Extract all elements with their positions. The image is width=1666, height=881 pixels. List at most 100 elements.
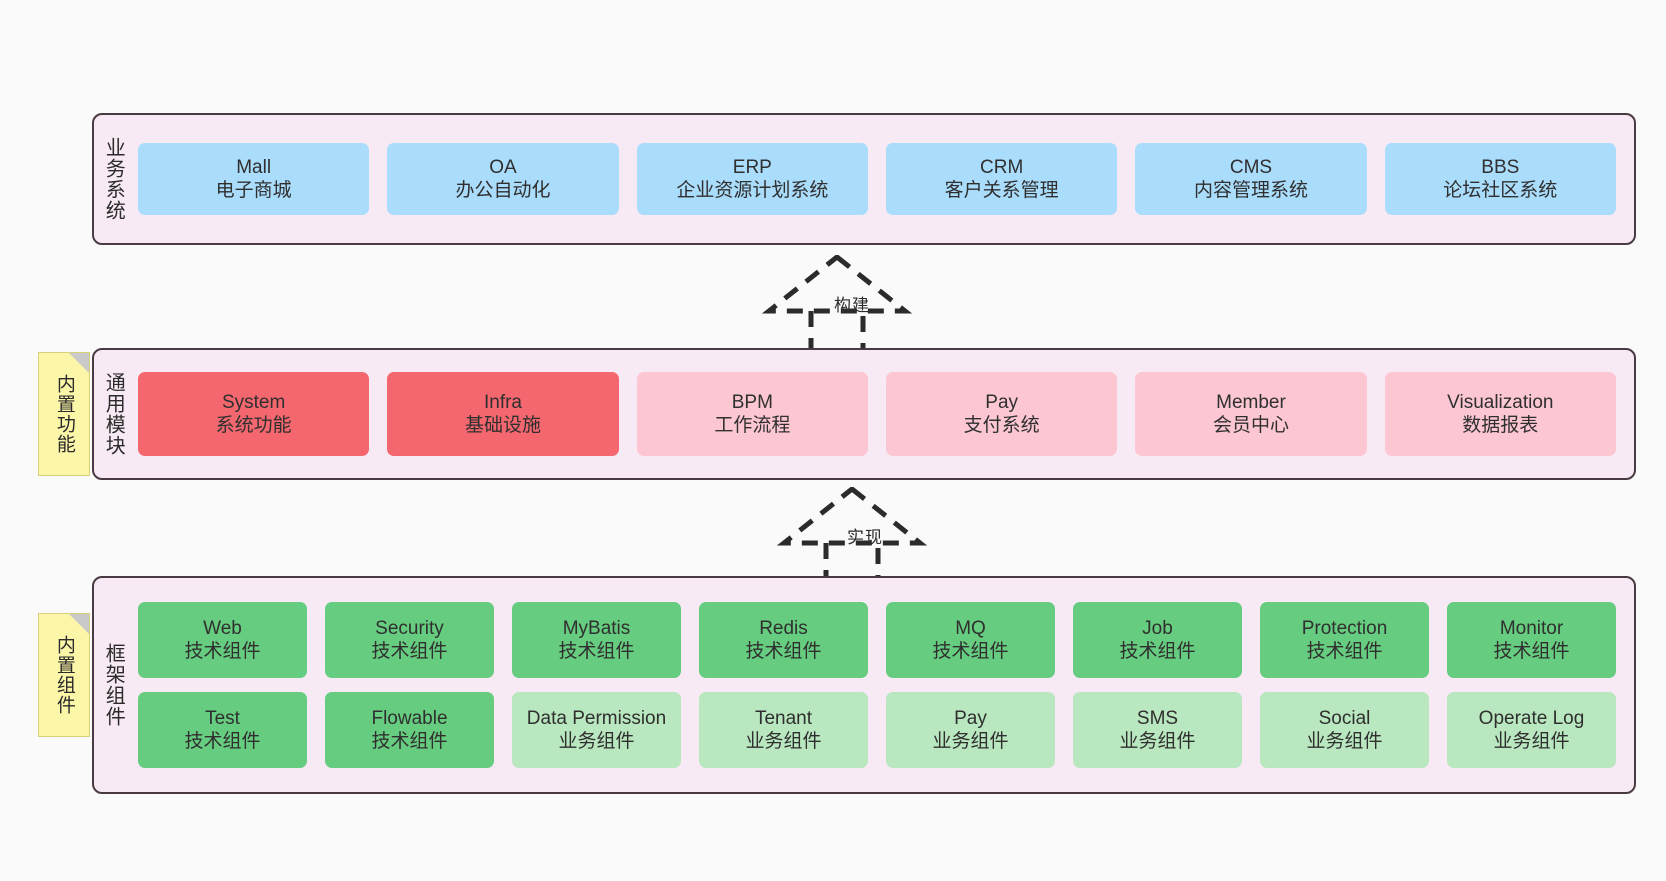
arrow-head-triangle (761, 255, 913, 314)
module-card-protection[interactable]: Protection 技术组件 (1260, 602, 1429, 678)
module-card-cms[interactable]: CMS 内容管理系统 (1135, 143, 1367, 215)
layer-row: System 系统功能 Infra 基础设施 BPM 工作流程 Pay 支付系统… (138, 372, 1616, 456)
module-card-subtitle: 业务组件 (558, 731, 635, 752)
note-fold-icon (69, 353, 89, 373)
module-card-title: MyBatis (562, 617, 631, 639)
module-card-mybatis[interactable]: MyBatis 技术组件 (512, 602, 681, 678)
module-card-subtitle: 技术组件 (184, 641, 261, 662)
module-card-tenant[interactable]: Tenant 业务组件 (699, 692, 868, 768)
module-card-subtitle: 业务组件 (1306, 731, 1383, 752)
sticky-note-label: 内置组件 (53, 635, 75, 715)
module-card-subtitle: 技术组件 (1493, 641, 1570, 662)
module-card-monitor[interactable]: Monitor 技术组件 (1447, 602, 1616, 678)
module-card-title: Test (205, 707, 240, 729)
module-card-subtitle: 电子商城 (215, 180, 292, 201)
module-card-title: System (221, 391, 286, 413)
module-card-oa[interactable]: OA 办公自动化 (387, 143, 619, 215)
layer-framework-component: 框架组件 Web 技术组件 Security 技术组件 MyBatis 技术组件… (92, 576, 1636, 794)
module-card-title: Monitor (1499, 617, 1564, 639)
module-card-subtitle: 技术组件 (184, 731, 261, 752)
module-card-job[interactable]: Job 技术组件 (1073, 602, 1242, 678)
sticky-note-builtin-components: 内置组件 (38, 613, 90, 737)
module-card-security[interactable]: Security 技术组件 (325, 602, 494, 678)
sticky-note-label: 内置功能 (53, 374, 75, 454)
module-card-subtitle: 业务组件 (1119, 731, 1196, 752)
layer-business-system: 业务系统 Mall 电子商城 OA 办公自动化 ERP 企业资源计划系统 CRM… (92, 113, 1636, 245)
note-fold-icon (69, 614, 89, 634)
module-card-title: Data Permission (526, 707, 667, 729)
module-card-title: BPM (731, 391, 773, 413)
module-card-title: Social (1318, 707, 1371, 729)
layer-title-common-module: 通用模块 (102, 372, 125, 456)
module-card-erp[interactable]: ERP 企业资源计划系统 (636, 143, 868, 215)
module-card-infra[interactable]: Infra 基础设施 (387, 372, 619, 456)
module-card-title: Pay (954, 707, 987, 729)
module-card-mq[interactable]: MQ 技术组件 (886, 602, 1055, 678)
module-card-title: Visualization (1447, 391, 1554, 413)
module-card-title: Mall (236, 156, 272, 178)
module-card-title: CRM (980, 156, 1024, 178)
module-card-bbs[interactable]: BBS 论坛社区系统 (1384, 143, 1616, 215)
module-card-title: Redis (759, 617, 808, 639)
module-card-subtitle: 技术组件 (1306, 641, 1383, 662)
module-card-redis[interactable]: Redis 技术组件 (699, 602, 868, 678)
module-card-subtitle: 基础设施 (464, 415, 541, 436)
module-card-title: OA (489, 156, 517, 178)
module-card-subtitle: 数据报表 (1462, 415, 1539, 436)
module-card-title: Infra (483, 391, 522, 413)
module-card-bpm[interactable]: BPM 工作流程 (636, 372, 868, 456)
module-card-subtitle: 技术组件 (1119, 641, 1196, 662)
module-card-pay-business[interactable]: Pay 业务组件 (886, 692, 1055, 768)
module-card-subtitle: 工作流程 (714, 415, 791, 436)
module-card-social[interactable]: Social 业务组件 (1260, 692, 1429, 768)
module-card-title: Pay (985, 391, 1019, 413)
module-card-title: Operate Log (1478, 707, 1585, 729)
module-card-title: MQ (955, 617, 986, 639)
module-card-title: Job (1142, 617, 1173, 639)
module-card-pay[interactable]: Pay 支付系统 (885, 372, 1118, 456)
module-card-mall[interactable]: Mall 电子商城 (138, 143, 370, 215)
module-card-subtitle: 技术组件 (932, 641, 1009, 662)
module-card-visualization[interactable]: Visualization 数据报表 (1384, 372, 1616, 456)
layer-common-module: 通用模块 System 系统功能 Infra 基础设施 BPM 工作流程 Pay… (92, 348, 1636, 480)
module-card-subtitle: 技术组件 (745, 641, 822, 662)
layer-body-business-system: Mall 电子商城 OA 办公自动化 ERP 企业资源计划系统 CRM 客户关系… (132, 115, 1634, 243)
module-card-title: Security (375, 617, 444, 639)
module-card-subtitle: 业务组件 (1493, 731, 1570, 752)
module-card-subtitle: 系统功能 (215, 415, 292, 436)
layer-row: Web 技术组件 Security 技术组件 MyBatis 技术组件 Redi… (138, 602, 1616, 678)
module-card-crm[interactable]: CRM 客户关系管理 (885, 143, 1118, 215)
module-card-data-permission[interactable]: Data Permission 业务组件 (512, 692, 681, 768)
layer-title-business-system: 业务系统 (102, 137, 125, 221)
module-card-subtitle: 会员中心 (1212, 415, 1289, 436)
module-card-test[interactable]: Test 技术组件 (138, 692, 307, 768)
layer-title-framework-component: 框架组件 (102, 643, 125, 727)
module-card-title: CMS (1229, 156, 1273, 178)
module-card-subtitle: 支付系统 (963, 415, 1040, 436)
module-card-subtitle: 技术组件 (371, 641, 448, 662)
module-card-subtitle: 客户关系管理 (944, 180, 1059, 201)
module-card-title: BBS (1481, 156, 1520, 178)
layer-row: Mall 电子商城 OA 办公自动化 ERP 企业资源计划系统 CRM 客户关系… (138, 143, 1616, 215)
module-card-flowable[interactable]: Flowable 技术组件 (325, 692, 494, 768)
module-card-operate-log[interactable]: Operate Log 业务组件 (1447, 692, 1616, 768)
module-card-title: Flowable (371, 707, 448, 729)
module-card-title: Member (1216, 391, 1286, 413)
module-card-subtitle: 技术组件 (558, 641, 635, 662)
module-card-title: ERP (732, 156, 772, 178)
arrow-head-triangle (776, 487, 928, 546)
module-card-title: Protection (1301, 617, 1388, 639)
module-card-web[interactable]: Web 技术组件 (138, 602, 307, 678)
module-card-system[interactable]: System 系统功能 (138, 372, 370, 456)
module-card-subtitle: 业务组件 (932, 731, 1009, 752)
module-card-subtitle: 业务组件 (745, 731, 822, 752)
module-card-member[interactable]: Member 会员中心 (1135, 372, 1367, 456)
layer-body-common-module: System 系统功能 Infra 基础设施 BPM 工作流程 Pay 支付系统… (132, 350, 1634, 478)
module-card-title: SMS (1136, 707, 1179, 729)
sticky-note-builtin-features: 内置功能 (38, 352, 90, 476)
module-card-subtitle: 内容管理系统 (1193, 180, 1308, 201)
module-card-sms[interactable]: SMS 业务组件 (1073, 692, 1242, 768)
module-card-subtitle: 论坛社区系统 (1443, 180, 1558, 201)
module-card-title: Tenant (754, 707, 813, 729)
